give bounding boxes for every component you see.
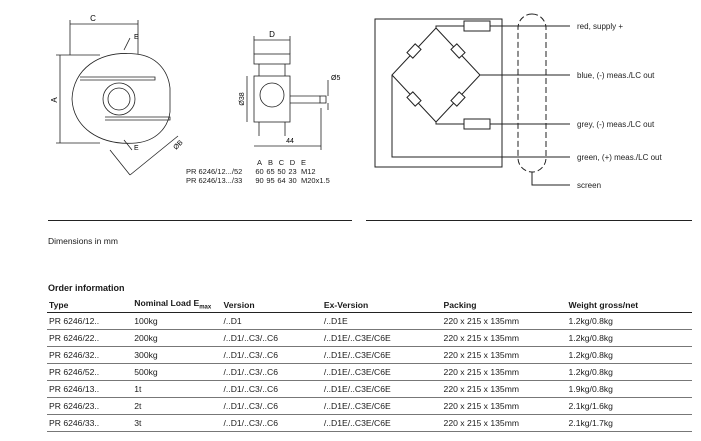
wire-screen-label: screen (577, 181, 602, 190)
side-view-body (253, 75, 291, 123)
table-row: PR 6246/12.. 100kg /..D1 /..D1E 220 x 21… (47, 312, 692, 330)
col-ex-version: Ex-Version (321, 297, 442, 313)
wiring-box (374, 18, 503, 168)
wire-blue-label: blue, (-) meas./LC out (577, 71, 655, 80)
wire-green-label: green, (+) meas./LC out (577, 153, 662, 162)
shield-outline (517, 13, 547, 173)
load-cell-drawing: C A E E ØB D Ø38 44 Ø5 (50, 14, 340, 176)
divider-left (48, 220, 352, 221)
bridge-diamond (391, 27, 481, 123)
order-information-title: Order information (48, 283, 125, 293)
order-table: Type Nominal Load Emax Version Ex-Versio… (47, 297, 692, 432)
dim-e-label: E (134, 34, 139, 41)
dim-c-label: C (90, 14, 96, 23)
wiring-diagram (374, 13, 570, 186)
dim-b-label: ØB (172, 139, 184, 151)
divider-right (366, 220, 692, 221)
table-row: PR 6246/13.. 1t /..D1/..C3/..C6 /..D1E/.… (47, 380, 692, 398)
front-view-body (71, 53, 171, 144)
dimensions-note: Dimensions in mm (48, 236, 118, 246)
table-row: PR 6246/22.. 200kg /..D1/..C3/..C6 /..D1… (47, 329, 692, 347)
wire-grey-label: grey, (-) meas./LC out (577, 120, 655, 129)
dim-44-label: 44 (286, 138, 294, 145)
col-version: Version (221, 297, 322, 313)
col-load: Nominal Load Emax (132, 297, 222, 313)
wire-red-label: red, supply + (577, 22, 624, 31)
col-packing: Packing (441, 297, 567, 313)
table-row: PR 6246/23.. 2t /..D1/..C3/..C6 /..D1E/.… (47, 397, 692, 415)
dim-d5-label: Ø5 (331, 75, 340, 82)
dimension-table: A B C D E PR 6246/12.../52 60 65 50 23 M… (186, 158, 341, 185)
side-view-top-block (253, 53, 291, 65)
table-row: PR 6246/33.. 3t /..D1/..C3/..C6 /..D1E/.… (47, 414, 692, 432)
dimension-table-row: PR 6246/12.../52 60 65 50 23 M12 (186, 167, 316, 176)
table-row: PR 6246/32.. 300kg /..D1/..C3/..C6 /..D1… (47, 346, 692, 364)
table-row: PR 6246/52.. 500kg /..D1/..C3/..C6 /..D1… (47, 363, 692, 381)
dim-e2-label: E (134, 145, 139, 152)
col-weight: Weight gross/net (566, 297, 692, 313)
dim-d38-label: Ø38 (239, 92, 246, 105)
dim-a-label: A (50, 97, 59, 103)
dimension-table-header: A B C D E (256, 158, 307, 167)
col-type: Type (47, 297, 133, 313)
order-table-header: Type Nominal Load Emax Version Ex-Versio… (47, 297, 692, 313)
dim-d-label: D (269, 30, 275, 39)
dimension-table-row: PR 6246/13.../33 90 95 64 30 M20x1.5 (186, 176, 330, 185)
